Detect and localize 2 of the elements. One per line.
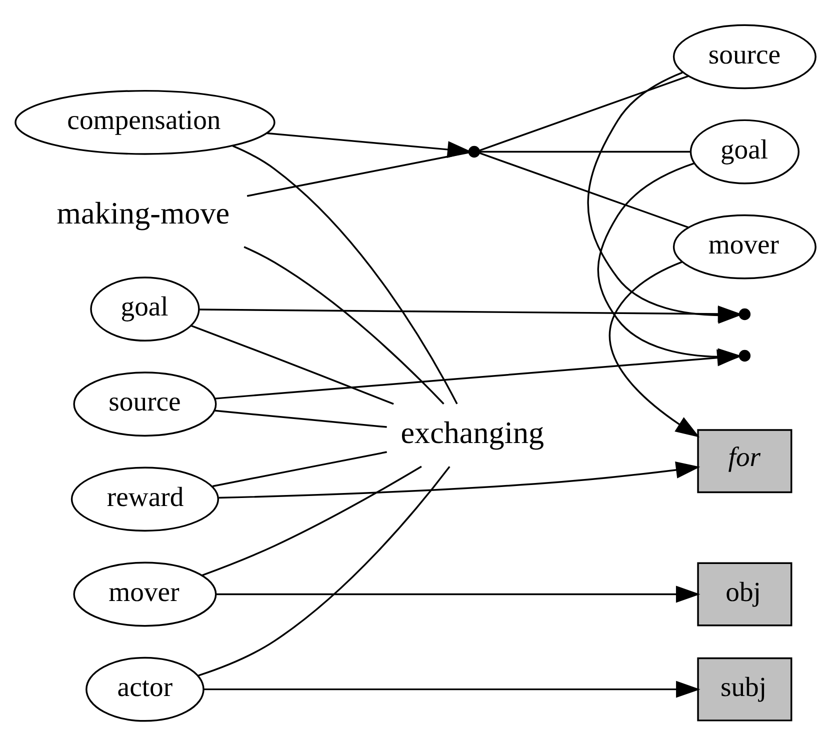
node-text: making-move <box>56 194 230 230</box>
node-text: exchanging <box>400 414 544 450</box>
